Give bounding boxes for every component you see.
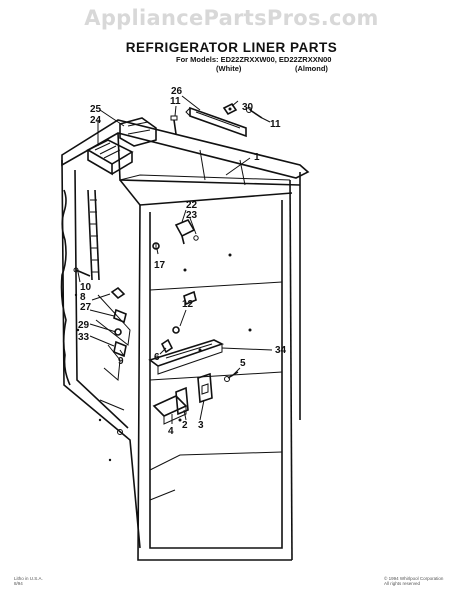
- page-title: REFRIGERATOR LINER PARTS: [125, 40, 338, 55]
- color-almond: (Almond): [295, 64, 328, 73]
- liner-body: [60, 119, 310, 561]
- callout-6: 6: [154, 352, 160, 363]
- model-numbers: For Models: ED22ZRXXW00, ED22ZRXXN00: [176, 55, 332, 64]
- part-2-3-4-5-lower-hardware: [152, 371, 239, 425]
- part-30-clip: [222, 102, 238, 116]
- callout-29: 29: [78, 320, 90, 331]
- watermark: AppliancePartsPros.com: [84, 6, 379, 30]
- callout-30: 30: [242, 102, 254, 113]
- callout-23: 23: [186, 210, 198, 221]
- part-11-screws: [170, 107, 263, 135]
- part-24-25-control-housing: [86, 117, 157, 176]
- callout-12: 12: [182, 299, 194, 310]
- part-17-clip: [152, 242, 160, 250]
- color-white: (White): [216, 64, 242, 73]
- callout-27: 27: [80, 302, 92, 313]
- callout-22: 22: [186, 200, 198, 211]
- footer-left-line-1: Litho in U.S.A.: [14, 576, 43, 581]
- part-26-shield: [185, 106, 247, 138]
- footer-left-line-2: 8/94: [14, 581, 23, 586]
- footer-right-line-2: All rights reserved: [384, 581, 421, 586]
- footer-right: © 1994 Whirlpool Corporation All rights …: [384, 576, 443, 586]
- leader-lines: [77, 95, 273, 424]
- callout-4: 4: [168, 426, 174, 437]
- callout-5: 5: [240, 358, 246, 369]
- callout-numbers: 30 26 11 11 25 24 1 22 23 17 10 8 27 12 …: [78, 86, 287, 437]
- callout-10: 10: [80, 282, 92, 293]
- callout-17: 17: [154, 260, 166, 271]
- part-34-rail: [148, 339, 225, 375]
- callout-2: 2: [182, 420, 188, 431]
- footer-right-line-1: © 1994 Whirlpool Corporation: [384, 576, 444, 581]
- callout-11-left: 11: [170, 96, 181, 107]
- footer-left: Litho in U.S.A. 8/94: [14, 576, 43, 586]
- callout-24: 24: [90, 115, 102, 126]
- callout-11-right: 11: [270, 119, 281, 130]
- callout-1: 1: [254, 152, 260, 163]
- callout-26: 26: [171, 86, 183, 97]
- callout-3: 3: [198, 420, 204, 431]
- callout-9: 9: [118, 356, 124, 367]
- callout-33: 33: [78, 332, 90, 343]
- callout-25: 25: [90, 104, 102, 115]
- callout-8: 8: [80, 292, 86, 303]
- callout-34: 34: [275, 345, 287, 356]
